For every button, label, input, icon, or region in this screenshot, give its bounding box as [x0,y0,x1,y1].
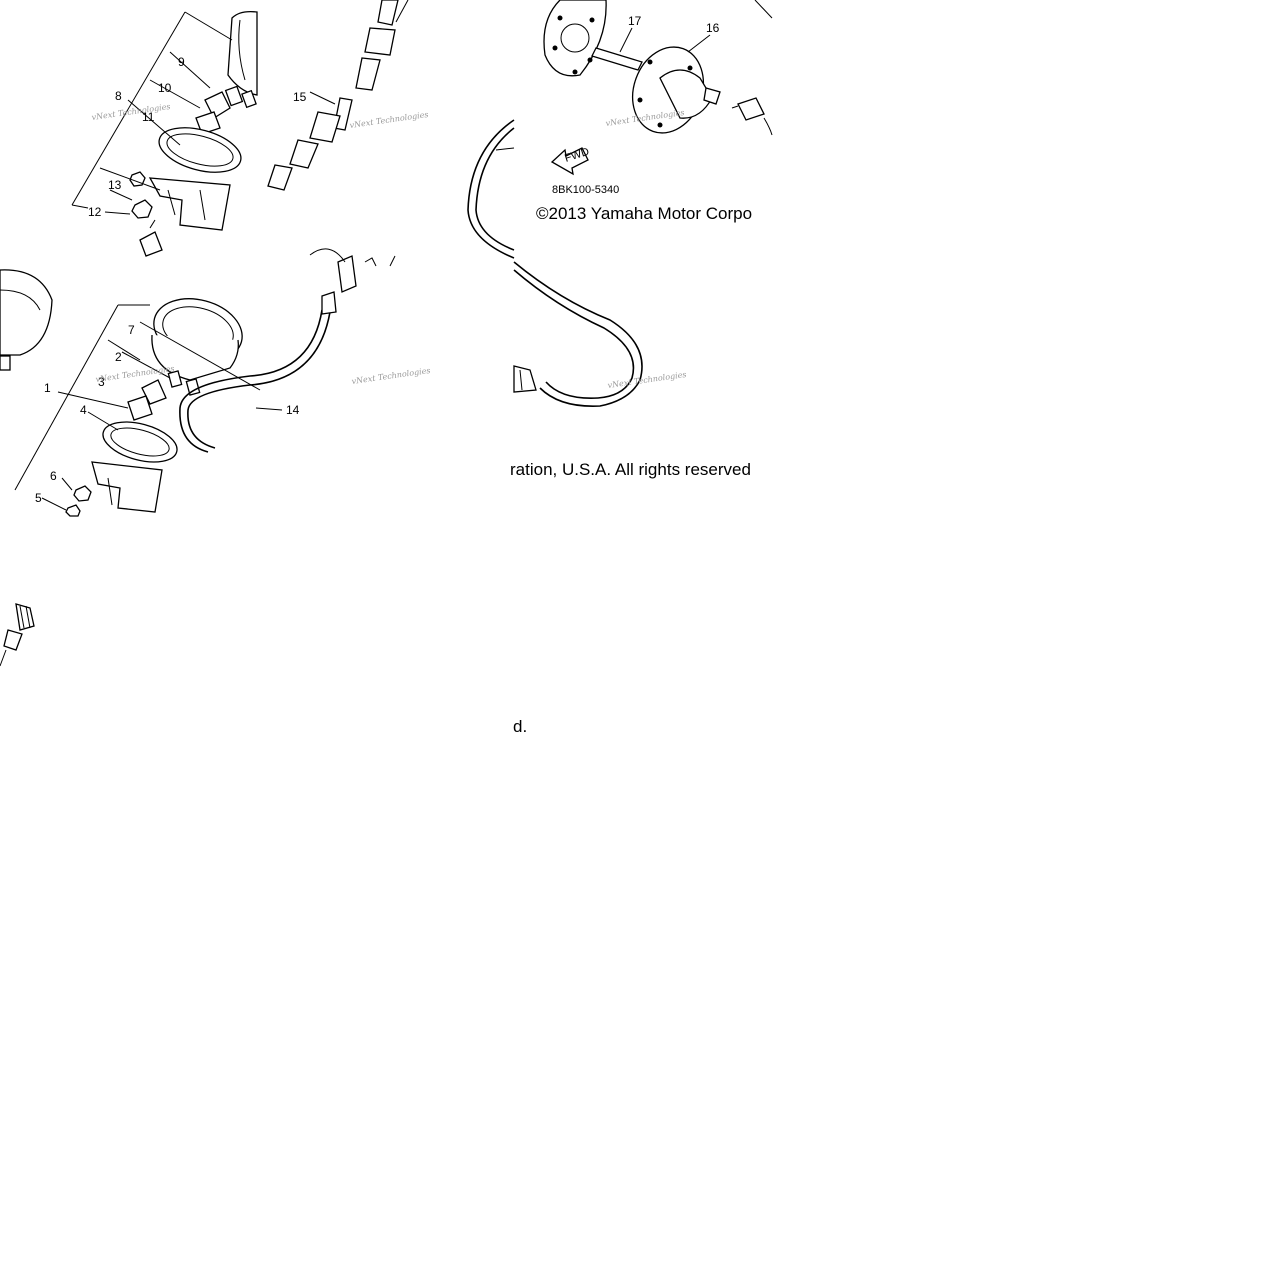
speedometer-cable-upper [267,0,409,191]
callout-1: 1 [44,381,51,395]
callout-14: 14 [286,403,300,417]
callout-5: 5 [35,491,42,505]
part-code: 8BK100-5340 [552,184,619,196]
callout-17: 17 [628,14,642,28]
callout-16: 16 [706,21,720,35]
callout-11: 11 [142,110,155,124]
callout-10: 10 [158,81,172,95]
gear-unit-assembly: FWD [543,0,773,176]
watermark: vNext Technologies [351,366,431,386]
callout-4: 4 [80,403,87,417]
copyright-line-2: ration, U.S.A. All rights reserved [510,460,751,479]
copyright-line-1: ©2013 Yamaha Motor Corpo [536,204,752,223]
watermark: vNext Technologies [349,110,429,130]
cable-end-lower [0,603,35,667]
callout-7: 7 [128,323,135,337]
callout-13: 13 [108,178,122,192]
callout-3: 3 [98,375,105,389]
callout-2: 2 [115,350,122,364]
meter-assembly-lower [0,248,396,517]
callout-9: 9 [178,55,185,69]
copyright-line-3: d. [513,717,527,736]
watermark: vNext Technologies [607,370,687,390]
callout-8: 8 [115,89,122,103]
callout-12: 12 [88,205,102,219]
meter-assembly-upper [71,10,258,257]
callout-15: 15 [293,90,307,104]
watermark: vNext Technologies [95,364,175,384]
speedometer-cable-long [467,119,643,407]
callout-6: 6 [50,469,57,483]
